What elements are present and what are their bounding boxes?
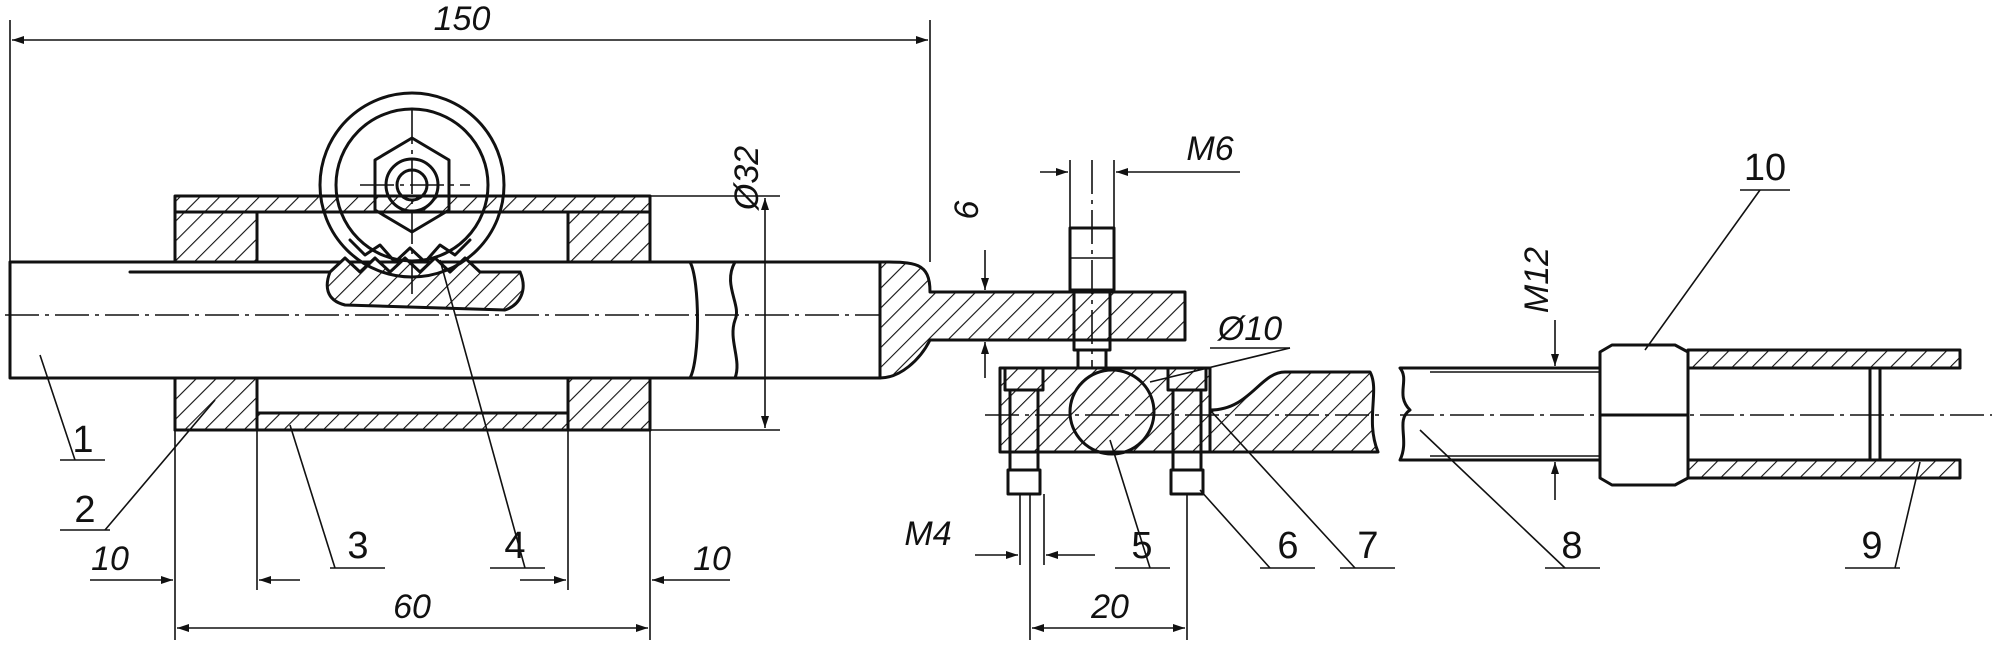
- dim-diameter-32: Ø32: [728, 146, 766, 211]
- threaded-rod: [1398, 366, 1602, 462]
- dimension-texts: 150 Ø32 M6 6 Ø10 M12 M4 60 10 10 20: [91, 0, 1556, 626]
- dim-m4: M4: [904, 515, 951, 553]
- dim-m6: M6: [1186, 130, 1233, 168]
- clamp-plate: [878, 260, 1187, 380]
- rack-shaft-right-portion: [688, 260, 882, 380]
- part-label-2: 2: [74, 489, 95, 531]
- part-label-6: 6: [1277, 525, 1298, 567]
- bushing-left-bottom: [173, 376, 259, 432]
- dim-20: 20: [1090, 588, 1129, 626]
- clamp-lug: [1208, 370, 1380, 454]
- bushing-left-top: [173, 210, 259, 264]
- part-labels: 1 2 3 4 5 6 7 8 9 10: [72, 147, 1882, 567]
- part-label-3: 3: [347, 525, 368, 567]
- rack-teeth-section: [325, 256, 525, 312]
- lower-clamp-block: [998, 366, 1212, 454]
- part-label-5: 5: [1131, 525, 1152, 567]
- tie-rod-assembly: [1398, 343, 1992, 487]
- bushing-right-top: [566, 210, 652, 264]
- bolt-m4-left: [1003, 366, 1045, 496]
- dim-m12: M12: [1518, 247, 1556, 313]
- dim-150: 150: [434, 0, 491, 38]
- clamp-assembly: [878, 160, 1380, 496]
- dim-10-right: 10: [693, 540, 731, 578]
- dim-6: 6: [948, 200, 986, 219]
- leader-lines: [39, 189, 1921, 569]
- dim-10-left: 10: [91, 540, 129, 578]
- bushing-right-bottom: [566, 376, 652, 432]
- part-label-8: 8: [1561, 525, 1582, 567]
- part-label-1: 1: [72, 419, 93, 461]
- rack-shaft-break: [729, 260, 739, 380]
- part-label-10: 10: [1744, 147, 1786, 189]
- pinion-gear: [318, 91, 506, 300]
- dimension-lines: [9, 20, 1559, 640]
- part-label-4: 4: [504, 525, 525, 567]
- bolt-m6: [1068, 160, 1116, 395]
- part-label-7: 7: [1357, 525, 1378, 567]
- dim-60: 60: [393, 588, 431, 626]
- rack-assembly: [5, 91, 960, 432]
- dim-diameter-10: Ø10: [1217, 310, 1282, 348]
- part-label-9: 9: [1861, 525, 1882, 567]
- tube-top-wall: [1686, 348, 1962, 370]
- ball-joint: [1068, 368, 1156, 456]
